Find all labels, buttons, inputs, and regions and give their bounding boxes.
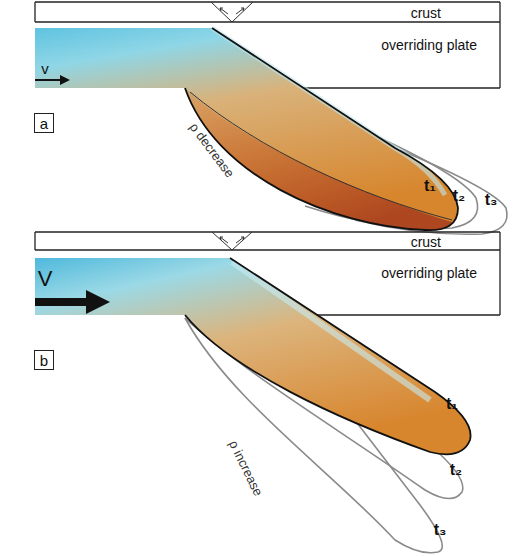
notch-line bbox=[232, 232, 252, 250]
frame-line bbox=[35, 21, 500, 22]
slab-outline-t1 bbox=[185, 28, 458, 230]
previous-slab-edge bbox=[190, 92, 452, 220]
arrow-shaft bbox=[35, 298, 88, 306]
slab-body bbox=[35, 28, 458, 230]
frame-line bbox=[35, 249, 500, 250]
velocity-arrow bbox=[35, 290, 110, 314]
density-label: ρ increase bbox=[226, 438, 266, 499]
band-label: crust bbox=[411, 234, 441, 250]
slab-highlight bbox=[212, 28, 445, 195]
time-label: t₃ bbox=[485, 191, 498, 209]
frame-line bbox=[35, 1, 500, 2]
band-label: overriding plate bbox=[381, 37, 477, 53]
band-label: crust bbox=[411, 5, 441, 21]
overriding-plate-band: overriding plate bbox=[240, 251, 499, 295]
arrow-head bbox=[86, 290, 110, 314]
velocity-arrow bbox=[35, 75, 70, 85]
band-label: a bbox=[40, 115, 48, 132]
overriding-plate-band: overriding plate bbox=[240, 23, 499, 67]
trench-notch bbox=[211, 2, 253, 22]
notch-arrow bbox=[236, 8, 244, 14]
notch-line bbox=[211, 2, 232, 22]
time-label: t₁ bbox=[446, 395, 458, 413]
time-label: t₂ bbox=[450, 461, 462, 479]
crust-band: crust bbox=[36, 3, 499, 22]
frame-line bbox=[34, 2, 35, 22]
velocity-label: V bbox=[38, 266, 53, 292]
notch-arrow bbox=[220, 8, 228, 14]
time-label: t₃ bbox=[434, 521, 447, 539]
arrow-head bbox=[60, 75, 70, 85]
arrow-shaft bbox=[35, 79, 62, 81]
notch-line bbox=[212, 232, 232, 250]
slab-outline-t1 bbox=[185, 258, 471, 454]
frame-line bbox=[499, 232, 500, 315]
panel-letter-box: b bbox=[34, 350, 54, 370]
crust-band: crust bbox=[36, 233, 499, 250]
notch-arrow bbox=[236, 237, 244, 243]
time-label: t₂ bbox=[453, 187, 465, 205]
frame-line bbox=[34, 232, 35, 250]
frame-line bbox=[499, 2, 500, 88]
slab-highlight bbox=[232, 262, 430, 400]
slab-body bbox=[35, 258, 471, 454]
panel-letter-box: a bbox=[34, 113, 54, 133]
notch-arrow bbox=[220, 237, 228, 243]
velocity-label: v bbox=[41, 60, 49, 77]
band-label: b bbox=[40, 352, 48, 369]
band-label: overriding plate bbox=[381, 265, 477, 281]
frame-line bbox=[35, 231, 500, 232]
time-label: t₁ bbox=[424, 177, 436, 195]
notch-line bbox=[232, 2, 253, 22]
trench-notch bbox=[212, 232, 252, 250]
